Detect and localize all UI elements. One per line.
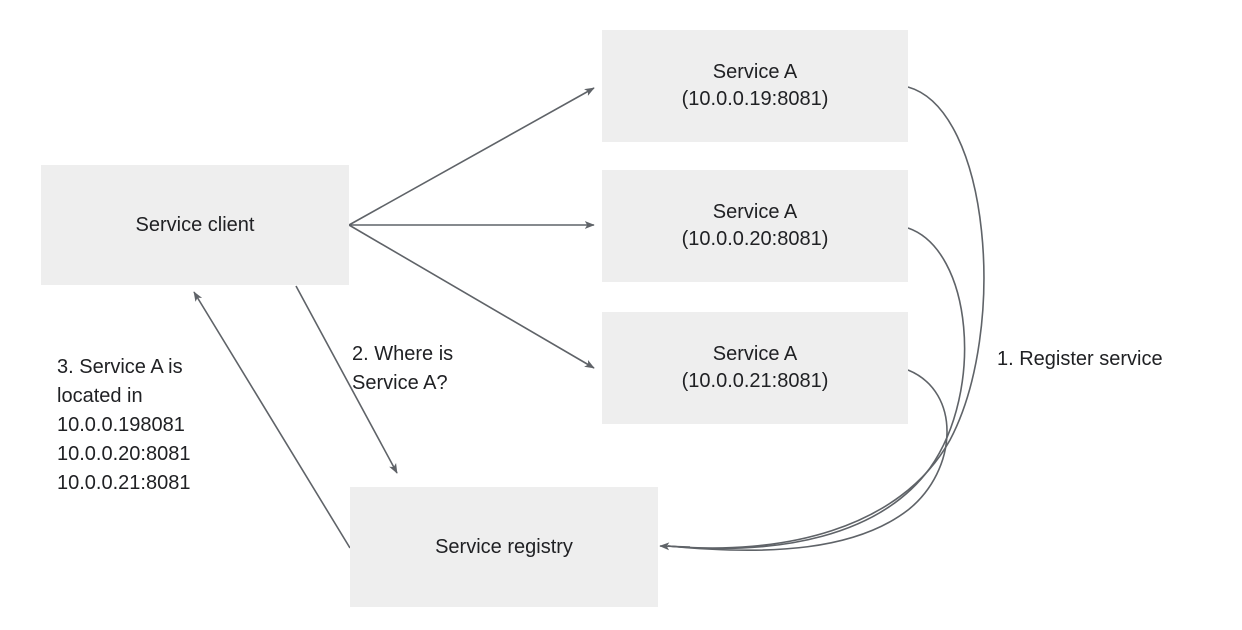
node-service-a-20-address: (10.0.0.20:8081)	[681, 228, 829, 250]
arrow-register-head	[659, 542, 691, 551]
node-service-a-20-name: Service A	[712, 201, 798, 223]
caption-register-service: 1. Register service	[997, 348, 1163, 370]
caption-where-is-service-a: 2. Where is Service A?	[352, 343, 454, 394]
node-service-client-label: Service client	[135, 213, 255, 236]
node-service-a-21[interactable]: Service A (10.0.0.21:8081)	[602, 312, 908, 424]
node-service-a-19-address: (10.0.0.19:8081)	[681, 88, 829, 110]
node-service-a-21-name: Service A	[712, 343, 798, 365]
node-service-a-21-address: (10.0.0.21:8081)	[681, 370, 829, 392]
arrow-registry-to-client	[193, 291, 351, 549]
node-service-a-19-name: Service A	[712, 61, 798, 83]
caption-service-a-located-in: 3. Service A is located in 10.0.0.198081…	[57, 356, 191, 494]
node-service-a-20[interactable]: Service A (10.0.0.20:8081)	[602, 170, 908, 282]
node-service-registry[interactable]: Service registry	[350, 487, 658, 607]
node-service-registry-label: Service registry	[435, 535, 573, 558]
node-service-a-19[interactable]: Service A (10.0.0.19:8081)	[602, 30, 908, 142]
node-service-client[interactable]: Service client	[41, 165, 349, 285]
arrow-client-to-service-a-19	[348, 87, 595, 226]
